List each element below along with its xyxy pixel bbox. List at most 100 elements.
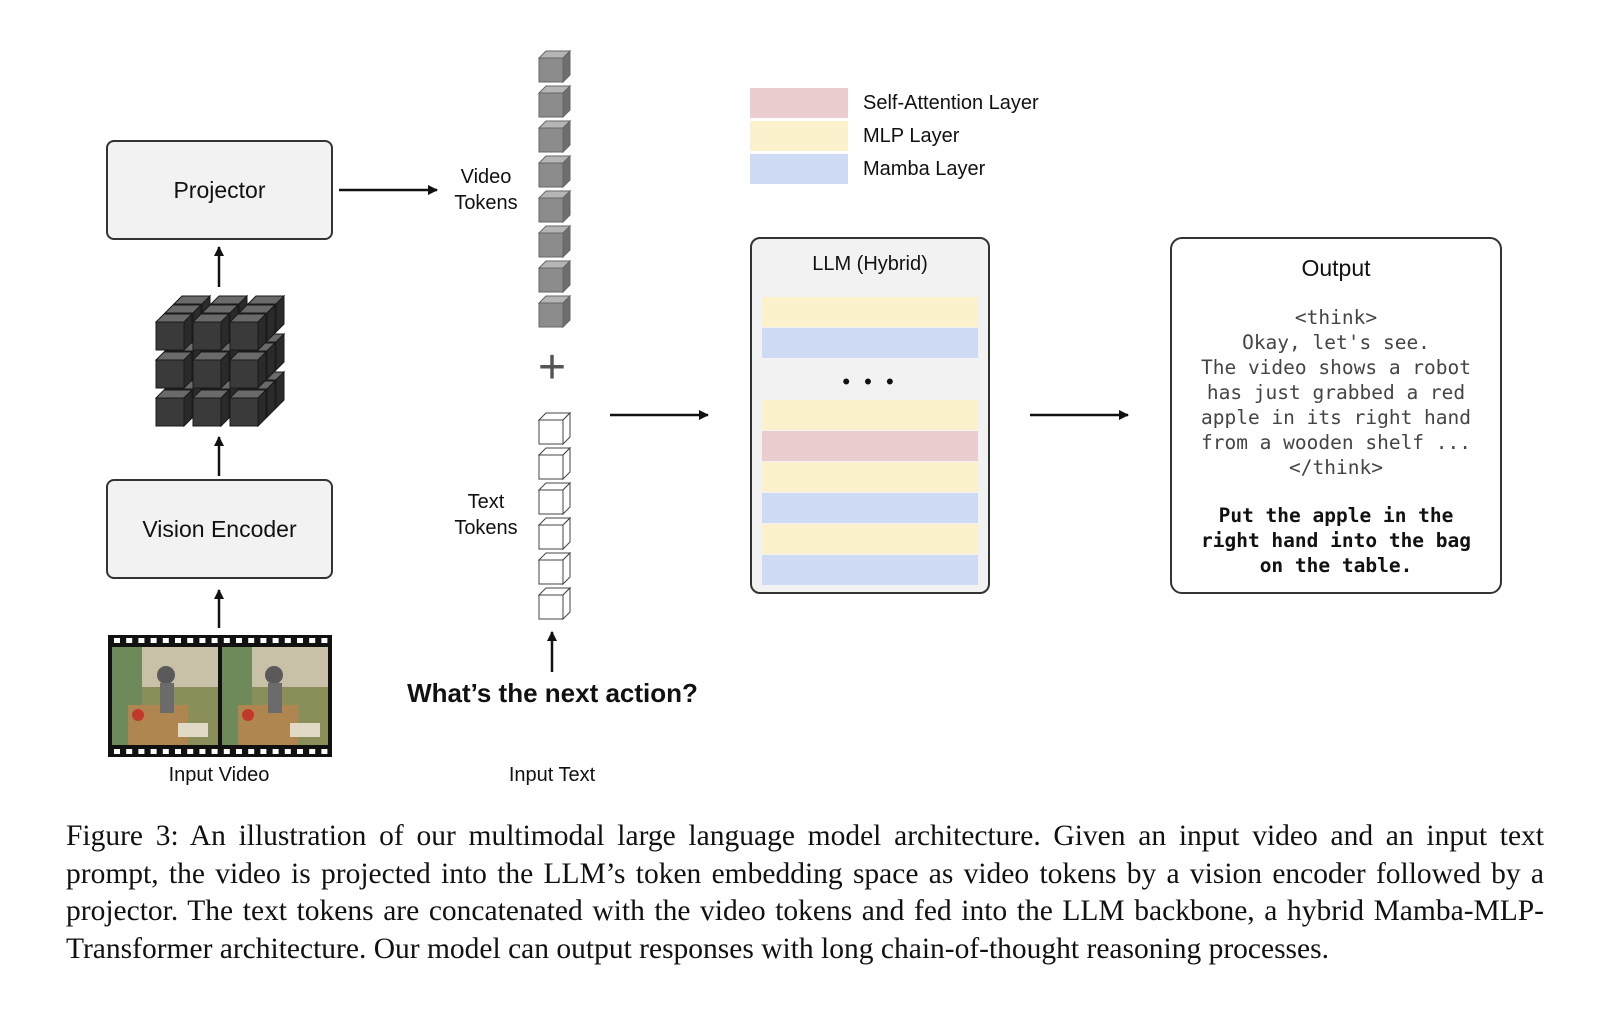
figure-caption: Figure 3: An illustration of our multimo…	[66, 820, 1544, 965]
legend-label-self-attention: Self-Attention Layer	[863, 92, 1039, 114]
legend-swatch-mlp	[750, 121, 848, 151]
question-text: What’s the next action?	[407, 678, 698, 708]
sprocket-hole	[223, 749, 230, 754]
feature-cube-0-1-0	[154, 350, 194, 390]
video-token-stack	[537, 49, 572, 329]
sprocket-hole	[321, 638, 328, 643]
text-token-2	[537, 446, 572, 481]
sprocket-hole	[260, 638, 267, 643]
legend-label-mamba: Mamba Layer	[863, 158, 986, 180]
llm-hybrid-box: LLM (Hybrid) • • •	[750, 237, 990, 594]
text-token-3	[537, 481, 572, 516]
sprocket-hole	[187, 638, 194, 643]
text-token-stack	[537, 411, 572, 621]
output-reasoning-text: <think> Okay, let's see. The video shows…	[1200, 306, 1472, 479]
feature-cube-0-0-2	[228, 312, 268, 352]
video-token-7	[537, 259, 572, 294]
sprocket-hole	[211, 638, 218, 643]
feature-cube-0-0-0	[154, 312, 194, 352]
text-token-6	[537, 586, 572, 621]
video-token-3	[537, 119, 572, 154]
text-token-1	[537, 411, 572, 446]
architecture-diagram: Projector Vision Encoder Input	[106, 49, 1502, 786]
llm-layer-mamba	[762, 555, 978, 585]
sprocket-hole	[272, 749, 279, 754]
sprocket-hole	[199, 749, 206, 754]
sprocket-hole	[309, 749, 316, 754]
llm-ellipsis: • • •	[842, 369, 898, 394]
feature-cube-0-2-2	[228, 388, 268, 428]
sprocket-hole	[248, 749, 255, 754]
video-token-1	[537, 49, 572, 84]
vision-encoder-box: Vision Encoder	[106, 479, 333, 579]
sprocket-hole	[138, 749, 145, 754]
output-title: Output	[1301, 255, 1371, 281]
sprocket-hole	[297, 638, 303, 643]
sprocket-hole	[138, 638, 145, 643]
feature-cube-0-0-1	[191, 312, 231, 352]
sprocket-hole	[162, 749, 169, 754]
feature-cube-0-2-1	[191, 388, 231, 428]
projector-label: Projector	[173, 176, 266, 203]
llm-layer-self-attention	[762, 431, 978, 461]
legend-swatch-mamba	[750, 154, 848, 184]
video-tokens-label: Video Tokens	[436, 164, 536, 216]
llm-title: LLM (Hybrid)	[812, 253, 928, 275]
sprocket-hole	[162, 638, 169, 643]
diagram-connectors	[154, 49, 1129, 672]
plus-symbol: +	[537, 341, 567, 394]
text-tokens-label: Text Tokens	[436, 489, 536, 541]
text-token-5	[537, 551, 572, 586]
input-video-label: Input Video	[168, 764, 270, 786]
video-token-4	[537, 154, 572, 189]
sprocket-hole	[114, 749, 120, 754]
vision-encoder-label: Vision Encoder	[142, 515, 297, 542]
feature-cube-0-2-0	[154, 388, 194, 428]
input-text-label: Input Text	[508, 764, 596, 786]
llm-layer-mamba	[762, 493, 978, 523]
sprocket-hole	[284, 638, 291, 643]
video-token-5	[537, 189, 572, 224]
sprocket-hole	[321, 749, 328, 754]
video-tokens-label-line1: Video	[460, 166, 512, 188]
feature-cube-0-1-1	[191, 350, 231, 390]
llm-layer-mlp	[762, 462, 978, 492]
sprocket-hole	[223, 638, 230, 643]
visual-feature-cube-icon	[154, 294, 286, 428]
video-tokens-label-line2: Tokens	[454, 192, 518, 214]
sprocket-hole	[297, 749, 303, 754]
sprocket-hole	[126, 638, 133, 643]
sprocket-hole	[150, 638, 157, 643]
video-token-6	[537, 224, 572, 259]
sprocket-hole	[260, 749, 267, 754]
legend-label-mlp: MLP Layer	[863, 125, 960, 147]
video-token-8	[537, 294, 572, 329]
llm-layer-mlp	[762, 297, 978, 327]
sprocket-hole	[284, 749, 291, 754]
sprocket-hole	[150, 749, 157, 754]
text-token-4	[537, 516, 572, 551]
sprocket-hole	[236, 638, 242, 643]
sprocket-hole	[248, 638, 255, 643]
feature-cube-0-1-2	[228, 350, 268, 390]
llm-layer-mamba	[762, 328, 978, 358]
llm-layer-mlp	[762, 524, 978, 554]
sprocket-hole	[236, 749, 242, 754]
text-tokens-label-line2: Tokens	[454, 517, 518, 539]
output-box: Output <think> Okay, let's see. The vide…	[1170, 237, 1502, 594]
projector-box: Projector	[106, 140, 333, 240]
sprocket-hole	[175, 638, 181, 643]
sprocket-hole	[126, 749, 133, 754]
legend-swatch-self-attention	[750, 88, 848, 118]
llm-layer-mlp	[762, 400, 978, 430]
text-tokens-label-line1: Text	[467, 491, 505, 513]
sprocket-hole	[272, 638, 279, 643]
sprocket-hole	[199, 638, 206, 643]
video-token-2	[537, 84, 572, 119]
output-answer-text: Put the apple in the right hand into the…	[1200, 504, 1472, 577]
sprocket-hole	[114, 638, 120, 643]
video-frame-1	[112, 647, 218, 745]
sprocket-hole	[187, 749, 194, 754]
video-frame-2	[222, 647, 328, 745]
input-video-filmstrip	[108, 635, 332, 757]
